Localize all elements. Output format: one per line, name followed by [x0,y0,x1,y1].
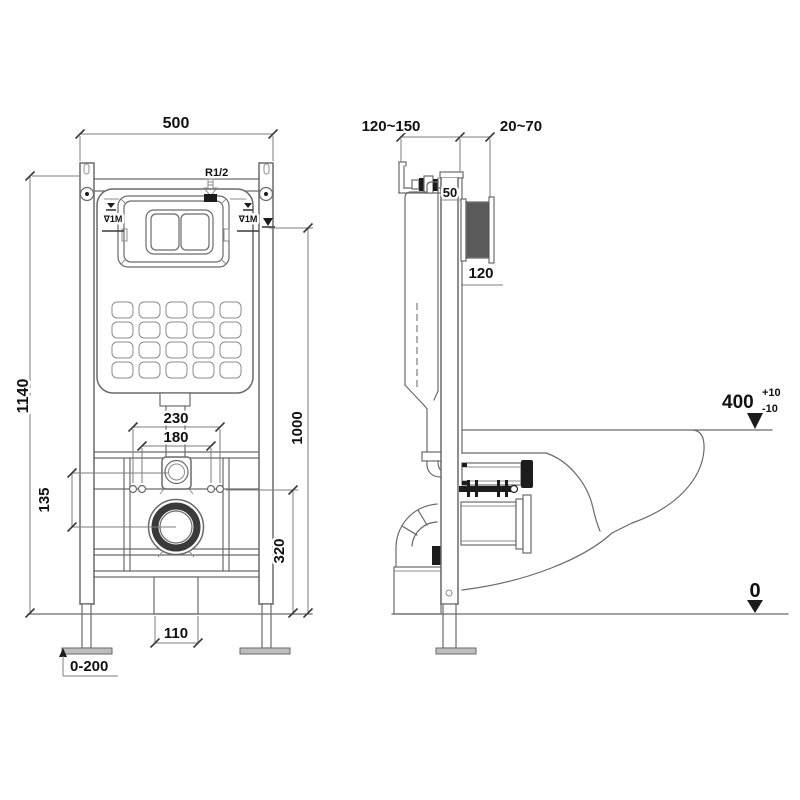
flush-connector [461,460,533,488]
flush-button-large [180,213,210,251]
frame-post-left [79,162,95,605]
bolt-hole [215,484,225,494]
dim-rim-tol-plus: +10 [762,387,781,399]
leg-adjust-arrow-icon [59,648,67,657]
inlet-valve [411,175,438,194]
adjustable-leg-left [81,603,92,649]
dim-water-level-height: 1000 [289,411,306,444]
dim-bolt-spacing-outer: 230 [163,410,188,427]
toilet-bowl [461,429,773,591]
water-level-label-right: ∇1M [239,214,258,224]
frame-post-side [439,171,464,605]
drain-connector [460,494,532,554]
post-slot-left [83,163,90,175]
drain-outlet [147,498,205,558]
floor-level-mark: 0 [747,578,763,613]
side-view: 120~150 20~70 50 120 400 +10 -10 0 [359,116,789,655]
water-level-mark-right: ∇1M [236,203,260,232]
post-top-cap [439,171,464,179]
inlet-thread-label: R1/2 [205,167,228,179]
corrugated-pipe-roll [460,196,495,264]
dim-front-clearance: 20~70 [500,118,542,135]
tank-grid-panel [111,301,242,379]
front-view: ∇1M ∇1M [13,113,314,678]
dim-wall-bracket-range: 120~150 [362,118,421,135]
floor-level-label: 0 [749,580,760,602]
drain-pipe-box [153,576,199,615]
bolt-hole [128,484,138,494]
dim-leg-adjustment: 0-200 [70,658,108,675]
foot-plate-left [61,647,113,655]
water-level-mark-left: ∇1M [101,203,125,232]
dim-overall-height: 1140 [15,379,32,414]
hanger-bolt-rod [459,480,519,497]
dim-flush-to-drain-offset: 135 [36,487,53,512]
adjustable-leg-side [442,603,457,649]
front-dimensions: 500 1140 230 180 135 [13,113,314,678]
dim-frame-depth: 50 [443,185,457,200]
flush-pipe-collar [159,392,191,407]
dim-bolt-spacing-inner: 180 [163,429,188,446]
foot-plate-right [239,647,291,655]
post-hole [445,589,453,597]
dim-drain-center-height: 320 [271,538,288,563]
flush-button-small [150,213,180,251]
post-level-mark [262,218,275,228]
foot-plate-side [435,647,477,655]
water-inlet: R1/2 [202,165,231,202]
dim-overall-width: 500 [163,115,190,132]
bolt-hole [206,484,216,494]
dim-rim-height: 400 [722,392,754,413]
rim-height-level: 400 +10 -10 [720,385,783,429]
post-slot-right [263,163,270,175]
inlet-arrow-icon [202,178,219,197]
level-triangle-icon [747,600,763,613]
water-level-label-left: ∇1M [104,214,123,224]
tank-side [404,177,445,478]
level-triangle-icon [747,413,763,429]
drain-elbow [393,503,442,615]
dim-drain-outlet-width: 110 [164,625,188,642]
drain-pipe-down [393,566,442,615]
frame-post-right [258,162,274,605]
dim-rim-tol-minus: -10 [762,403,778,415]
side-dimensions: 120~150 20~70 50 120 400 +10 -10 0 [359,116,783,613]
dim-pipe: 120 [468,265,493,282]
adjustable-leg-right [261,603,272,649]
bolt-hole [137,484,147,494]
